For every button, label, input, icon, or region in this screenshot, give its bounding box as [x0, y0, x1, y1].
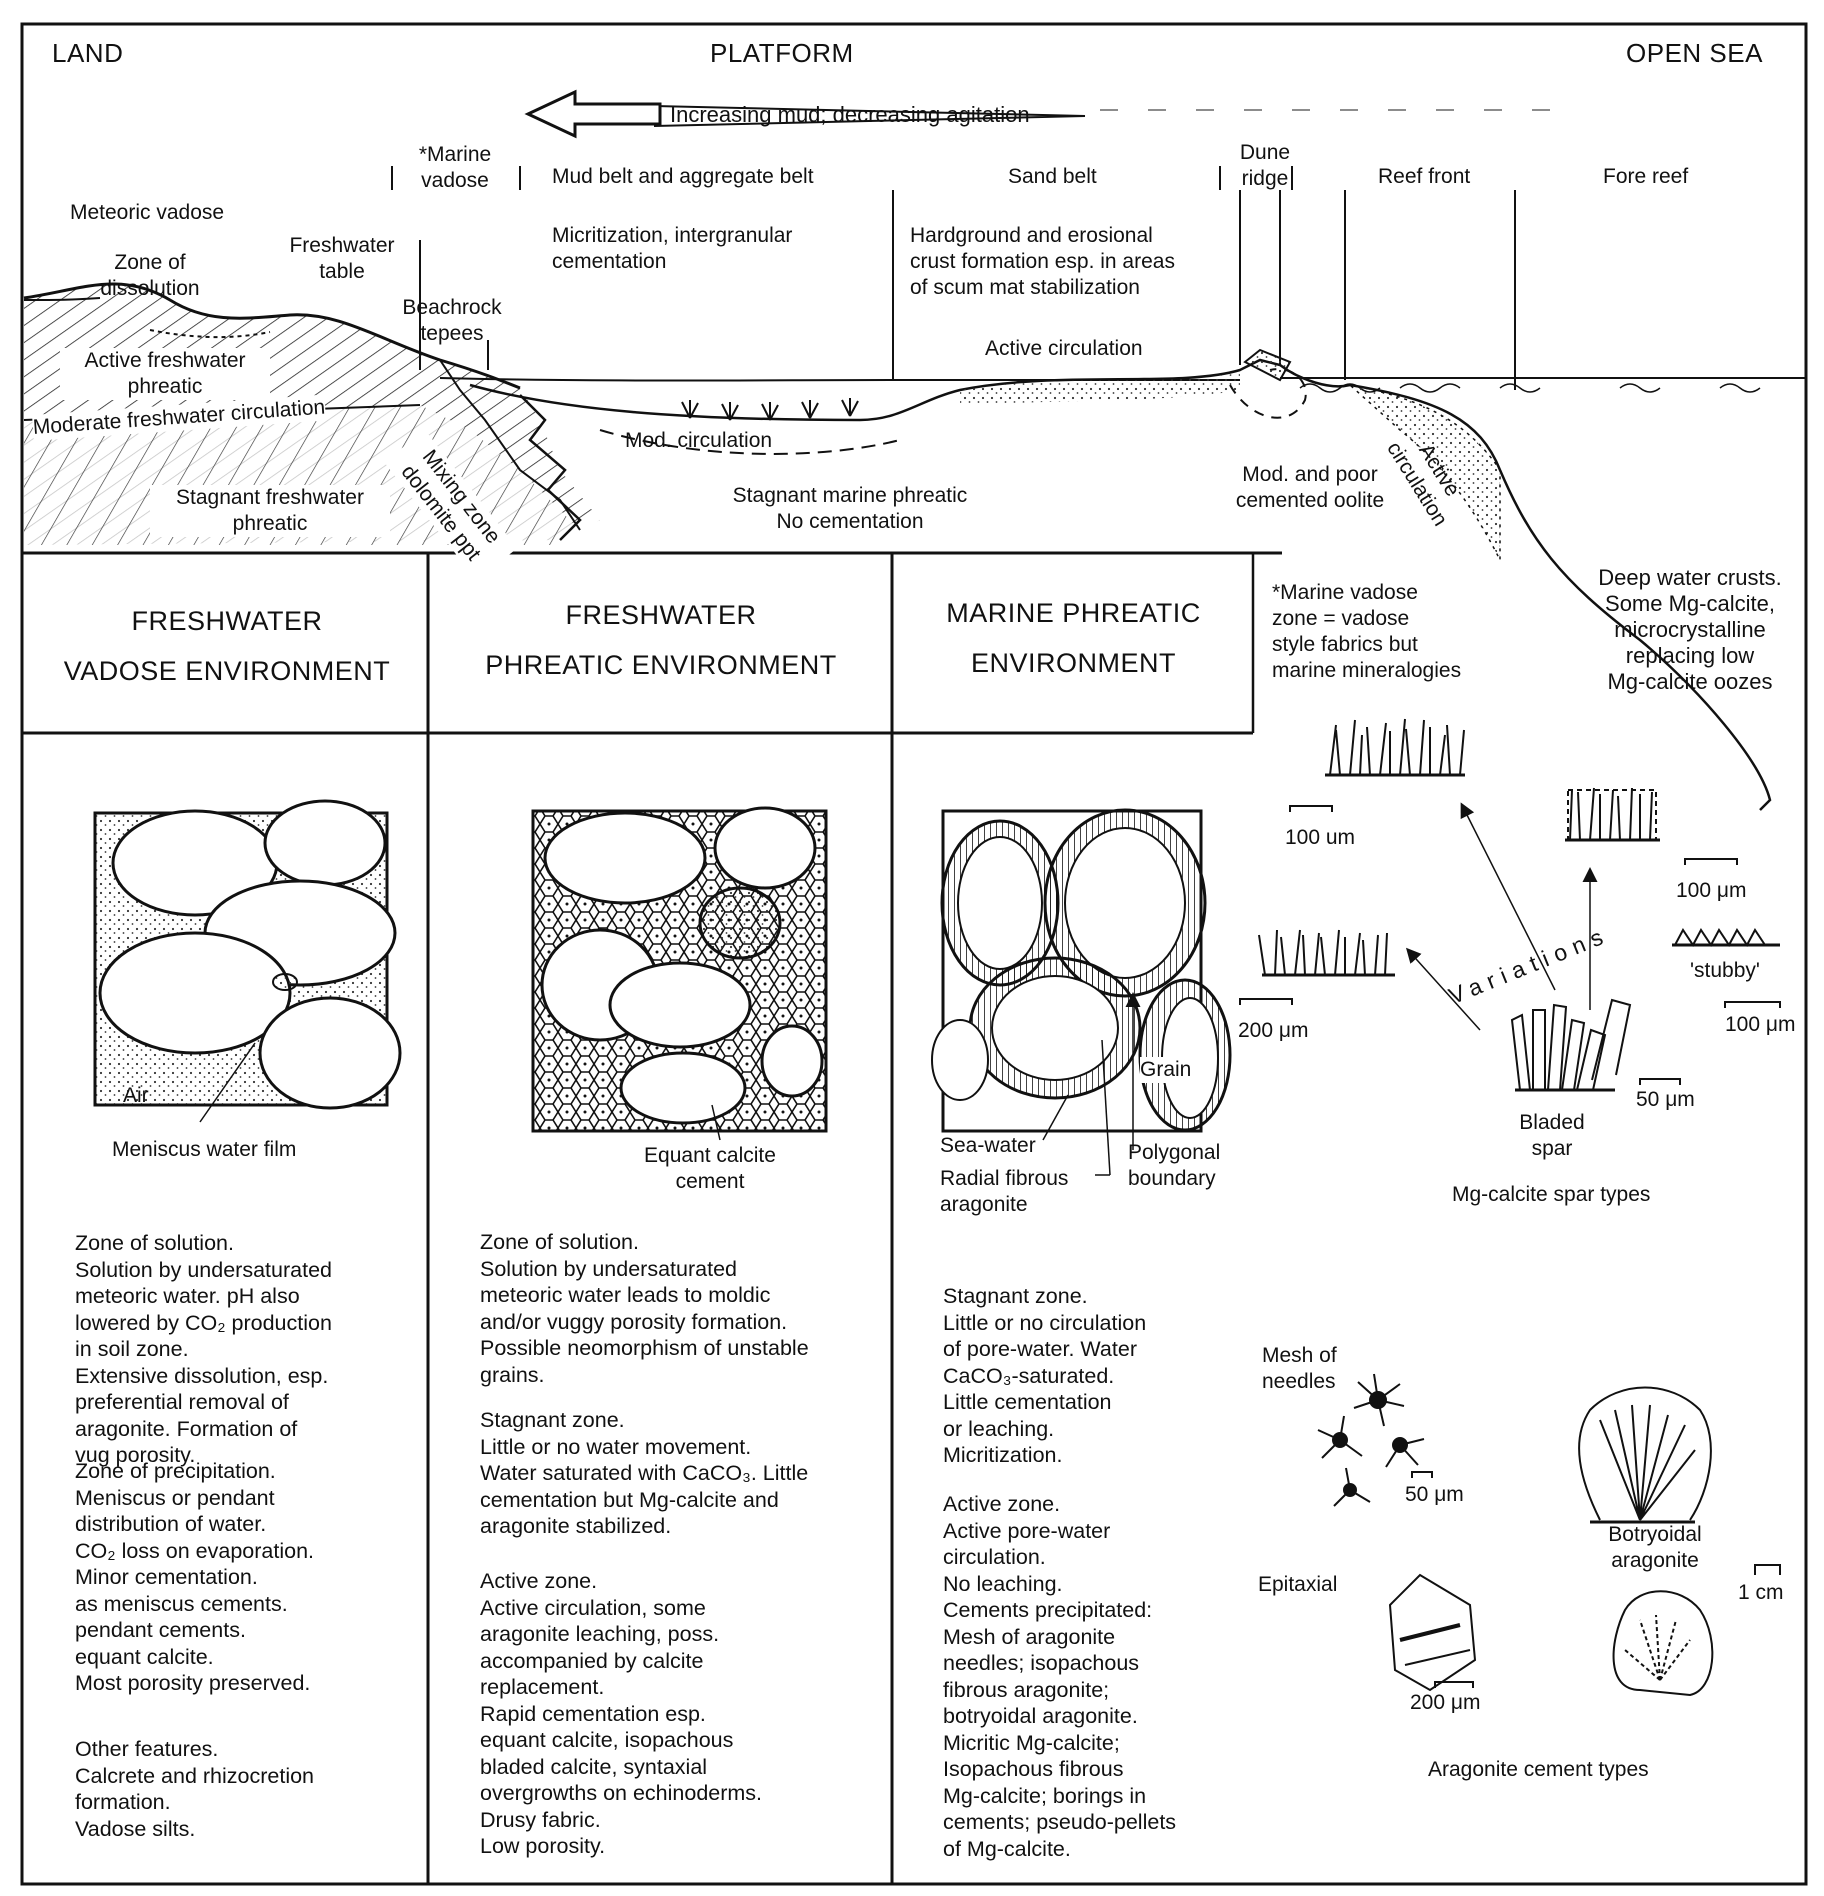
scale-bars [1239, 805, 1781, 1688]
epitaxial-label: Epitaxial [1258, 1573, 1338, 1596]
col1-other-text: Other features. Calcrete and rhizocretio… [75, 1737, 315, 1841]
mesh-needles-label: Mesh of needles [1262, 1344, 1337, 1393]
col3-active-text: Active zone. Active pore-water circulati… [943, 1492, 1177, 1861]
col2-solution-text: Zone of solution. Solution by undersatur… [480, 1230, 809, 1387]
env-freshwater-phreatic-title: FRESHWATER PHREATIC ENVIRONMENT [485, 600, 837, 680]
sea-water-label: Sea-water [940, 1134, 1036, 1157]
col2-active-text: Active zone. Active circulation, some ar… [480, 1569, 763, 1858]
active-circulation-label: Active circulation [985, 337, 1143, 360]
marine-vadose-note: *Marine vadose zone = vadose style fabri… [1272, 581, 1462, 682]
air-label: Air [123, 1084, 149, 1107]
sand-belt-process: Hardground and erosional crust formation… [910, 224, 1175, 299]
meniscus-label: Meniscus water film [112, 1138, 297, 1161]
mixing-zone-boundary [519, 394, 582, 541]
mod-poor-oolite-label: Mod. and poor cemented oolite [1235, 463, 1385, 512]
stubby-label: 'stubby' [1690, 959, 1760, 982]
phreatic-fabric-figure [531, 806, 828, 1133]
grain-label: Grain [1140, 1057, 1192, 1083]
aragonite-sketches [1317, 1373, 1714, 1697]
scale-label-50um-aragonite: 50 μm [1405, 1483, 1464, 1506]
seagrass-icon [681, 398, 859, 421]
mg-calcite-sketches [1258, 718, 1780, 1092]
scale-label-100um-3: 100 μm [1725, 1013, 1796, 1036]
mod-circulation-boundary [599, 429, 901, 455]
mg-calcite-caption: Mg-calcite spar types [1452, 1183, 1651, 1206]
col2-stagnant-text: Stagnant zone. Little or no water moveme… [480, 1408, 809, 1538]
scale-label-100um-2: 100 μm [1676, 879, 1747, 902]
mod-circulation-label: Mod. circulation [625, 429, 773, 452]
dune-ridge-shape [1243, 348, 1292, 382]
stagnant-freshwater-label: Stagnant freshwater phreatic [150, 485, 390, 537]
zone-fore-reef: Fore reef [1603, 165, 1689, 188]
scale-label-200um-aragonite: 200 μm [1410, 1691, 1481, 1714]
equant-cement-label: Equant calcite cement [644, 1144, 776, 1193]
mud-belt-process: Micritization, intergranular cementation [552, 224, 793, 273]
active-freshwater-label: Active freshwater phreatic [60, 348, 270, 400]
land-label: LAND [52, 38, 124, 68]
meteoric-vadose-label: Meteoric vadose [70, 201, 225, 224]
beachrock-label: Beachrock tepees [402, 296, 502, 345]
scale-label-50um: 50 μm [1636, 1088, 1695, 1111]
open-sea-label: OPEN SEA [1626, 38, 1763, 68]
aragonite-caption: Aragonite cement types [1428, 1758, 1649, 1781]
deep-water-note: Deep water crusts. Some Mg-calcite, micr… [1598, 565, 1782, 694]
zone-of-dissolution-label: Zone of dissolution [100, 251, 200, 300]
gradient-arrow-label: Increasing mud; decreasing agitation [670, 102, 1030, 127]
zone-marine-vadose: *Marine vadose [418, 143, 492, 192]
scale-label-1cm: 1 cm [1738, 1581, 1784, 1604]
col1-solution-text: Zone of solution. Solution by undersatur… [75, 1231, 332, 1467]
platform-label: PLATFORM [710, 38, 854, 68]
freshwater-table-label: Freshwater table [289, 234, 395, 283]
bladed-spar-label: Bladed spar [1519, 1111, 1585, 1160]
col1-precipitation-text: Zone of precipitation. Meniscus or penda… [75, 1459, 314, 1695]
scale-label-200um: 200 μm [1238, 1019, 1309, 1042]
polygonal-boundary-label: Polygonal boundary [1128, 1141, 1221, 1190]
vadose-fabric-figure [93, 799, 402, 1110]
botryoidal-label: Botryoidal aragonite [1608, 1523, 1702, 1572]
reef-slope [1349, 383, 1772, 811]
land-surface [23, 282, 521, 390]
outer-frame [20, 22, 1808, 1886]
left-arrow-icon [524, 89, 662, 139]
zone-reef-front: Reef front [1378, 165, 1471, 188]
zone-sand-belt: Sand belt [1008, 165, 1097, 188]
zone-mud-belt: Mud belt and aggregate belt [552, 165, 814, 188]
stagnant-marine-label: Stagnant marine phreatic No cementation [732, 484, 968, 533]
env-freshwater-vadose-title: FRESHWATER VADOSE ENVIRONMENT [63, 606, 391, 686]
radial-fibrous-label: Radial fibrous aragonite [940, 1167, 1069, 1216]
col3-stagnant-text: Stagnant zone. Little or no circulation … [943, 1284, 1147, 1467]
scale-label-100um: 100 um [1285, 826, 1356, 849]
env-marine-phreatic-title: MARINE PHREATIC ENVIRONMENT [946, 598, 1201, 678]
zone-dune-ridge: Dune ridge [1239, 141, 1291, 190]
